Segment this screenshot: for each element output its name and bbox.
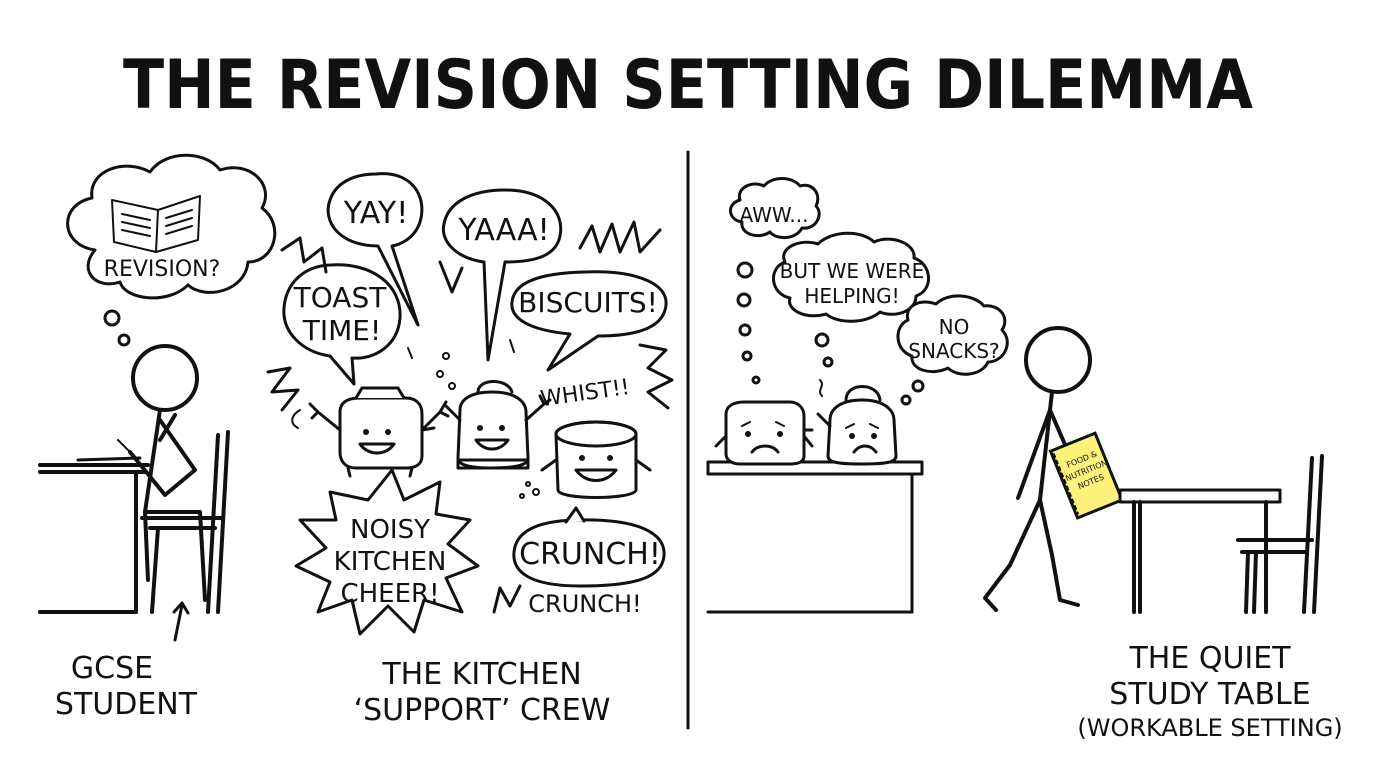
- thought-text-no: NO: [939, 315, 970, 339]
- label-gcse: GCSE: [71, 651, 153, 686]
- speech-bubble-crunch: CRUNCH!: [512, 506, 666, 588]
- label-kitchen-crew-line1: THE KITCHEN: [381, 657, 581, 692]
- label-quiet-table-line2: STUDY TABLE: [1109, 677, 1310, 712]
- thought-text-helping: HELPING!: [804, 284, 899, 308]
- burst-text-cheer: CHEER!: [340, 579, 439, 609]
- burst-text-noisy: NOISY: [350, 515, 430, 545]
- happy-biscuit-tin: [519, 420, 652, 499]
- speech-text-biscuits: BISCUITS!: [518, 286, 658, 319]
- speech-text-yaaa: YAAA!: [457, 213, 549, 248]
- thought-bubble-no-snacks: NO SNACKS?: [896, 294, 1009, 406]
- sound-text-crunch-small: CRUNCH!: [528, 590, 641, 618]
- burst-text-kitchen: KITCHEN: [334, 547, 447, 577]
- nutrition-notes-pad: FOOD & NUTRITION NOTES: [1048, 431, 1124, 520]
- burst-noisy-kitchen-cheer: NOISY KITCHEN CHEER!: [294, 468, 480, 636]
- speech-text-crunch-big: CRUNCH!: [519, 537, 661, 572]
- speech-bubble-toast-time: TOAST TIME!: [282, 263, 402, 386]
- sad-kettle: [816, 379, 898, 466]
- book-icon: [111, 195, 201, 253]
- happy-kettle: [444, 380, 552, 470]
- sound-text-whist: WHIST!!: [539, 375, 631, 412]
- thought-text-revision: REVISION?: [104, 257, 221, 282]
- label-quiet-table-line1: THE QUIET: [1128, 641, 1291, 676]
- speech-text-yay: YAY!: [343, 196, 409, 231]
- speech-bubble-biscuits: BISCUITS!: [510, 270, 668, 372]
- noise-spikes: [266, 220, 674, 429]
- walking-student-figure: [983, 326, 1092, 612]
- thought-text-aww: AWW...: [740, 203, 809, 227]
- thought-bubble-aww: AWW...: [729, 177, 821, 385]
- happy-toaster: [308, 386, 450, 478]
- label-kitchen-crew-line2: ‘SUPPORT’ CREW: [354, 693, 611, 728]
- quiet-study-table: [1118, 488, 1282, 614]
- speech-bubble-yaaa: YAAA!: [441, 188, 563, 362]
- thought-bubble-helping: BUT WE WERE HELPING!: [772, 231, 930, 368]
- kitchen-counter: [706, 460, 924, 614]
- label-arrow: [172, 601, 190, 642]
- comic-title: THE REVISION SETTING DILEMMA: [123, 46, 1253, 125]
- sad-toaster: [714, 400, 814, 466]
- speech-text-time: TIME!: [302, 314, 381, 347]
- empty-chair: [1236, 454, 1324, 614]
- speech-text-toast: TOAST: [293, 281, 388, 314]
- speech-bubble-yay: YAY!: [326, 172, 424, 327]
- gcse-student-figure: [117, 344, 207, 602]
- student-desk: [38, 456, 150, 614]
- label-quiet-table-line3: (WORKABLE SETTING): [1077, 714, 1342, 742]
- crunch-spikes: [492, 584, 522, 614]
- thought-bubble-revision: REVISION?: [66, 153, 277, 347]
- student-chair: [140, 430, 230, 614]
- thought-text-but-we-were: BUT WE WERE: [780, 259, 925, 283]
- label-student: STUDENT: [55, 687, 198, 722]
- thought-text-snacks: SNACKS?: [908, 339, 999, 363]
